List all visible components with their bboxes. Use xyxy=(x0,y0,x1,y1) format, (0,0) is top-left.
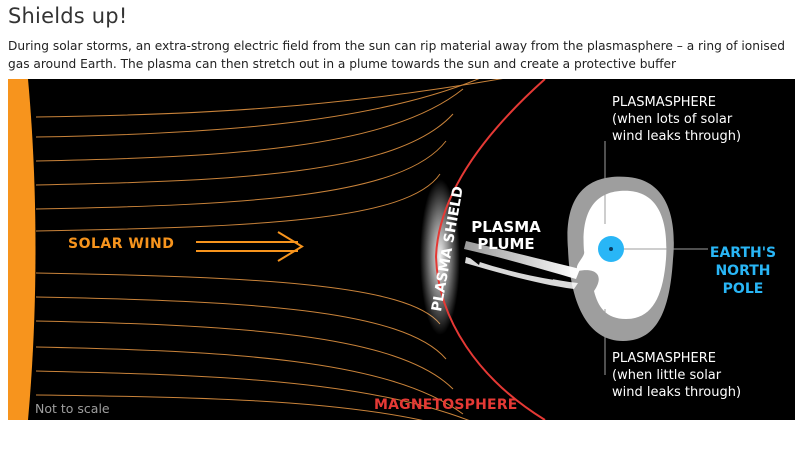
solar-wind-field-lines xyxy=(35,79,503,420)
plasma-plume-arrow-icon xyxy=(475,259,554,280)
magnetosphere-line xyxy=(434,79,546,420)
earth-north-pole-label: EARTH'S NORTH POLE xyxy=(709,245,777,297)
diagram-panel: SOLAR WIND PLASMA PLUME PLASMA SHIELD PL… xyxy=(8,79,795,420)
field-line xyxy=(35,79,480,138)
sun-edge xyxy=(8,79,36,420)
field-line xyxy=(35,370,469,420)
field-line xyxy=(35,113,454,186)
field-line xyxy=(35,79,503,118)
plasma-plume xyxy=(464,241,580,279)
field-line xyxy=(35,394,424,420)
scale-note: Not to scale xyxy=(35,401,110,416)
plasmasphere-low-leak-label: PLASMASPHERE (when little solar wind lea… xyxy=(612,351,742,400)
field-line xyxy=(35,272,441,325)
diagram-canvas xyxy=(8,79,708,420)
field-line xyxy=(35,140,447,210)
field-line xyxy=(35,296,447,360)
plasma-plume-label: PLASMA PLUME xyxy=(471,218,541,253)
earth-pole-dot xyxy=(609,247,613,251)
field-line xyxy=(35,88,464,162)
field-line xyxy=(35,346,464,415)
field-line xyxy=(35,320,454,390)
plume-arrowhead xyxy=(470,255,482,265)
plasma-shield-glow xyxy=(420,179,460,335)
solar-wind-arrow-icon xyxy=(196,231,304,262)
plasmasphere-high-leak-label: PLASMASPHERE (when lots of solar wind le… xyxy=(612,95,742,144)
page-subtitle: During solar storms, an extra-strong ele… xyxy=(8,39,785,71)
solar-wind-label: SOLAR WIND xyxy=(68,236,175,252)
magnetosphere-label: MAGNETOSPHERE xyxy=(374,397,518,413)
field-line xyxy=(35,173,441,232)
page-title: Shields up! xyxy=(8,4,128,28)
